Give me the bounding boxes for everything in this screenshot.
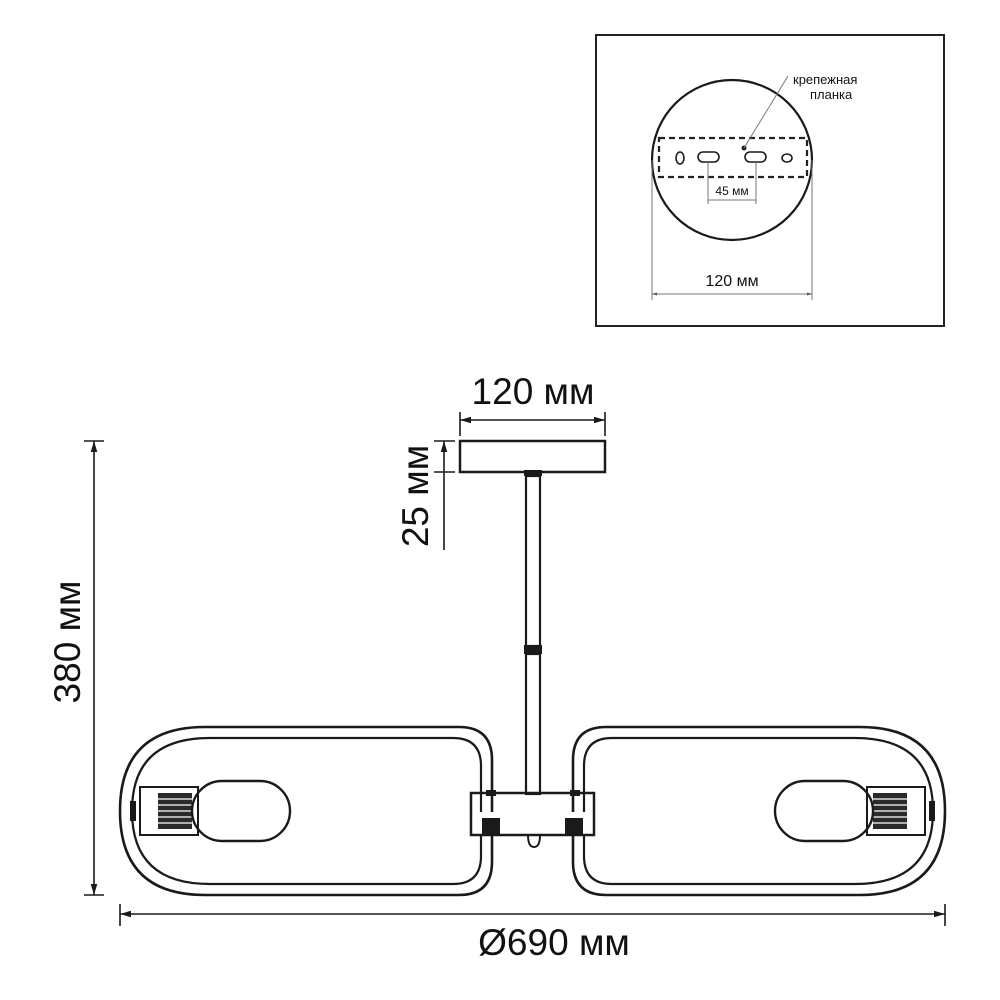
rod-upper (524, 474, 542, 648)
inset-panel: крепежная планка 45 мм 120 мм (595, 34, 945, 327)
left-end-cap (130, 801, 136, 821)
left-loop-outer (118, 725, 494, 897)
right-socket-icon (873, 793, 907, 829)
mounting-bracket-outline (657, 136, 809, 179)
hub-clamp-left (482, 818, 500, 834)
screw-hole (781, 153, 793, 163)
inset-frame (595, 34, 945, 327)
hub-clamp-right (565, 818, 583, 834)
right-bulb (773, 779, 875, 843)
canopy-height-label: 25 мм (395, 445, 436, 547)
hub-hook (527, 834, 541, 849)
canopy-width-label: 120 мм (472, 371, 595, 412)
right-end-cap (929, 801, 935, 821)
bracket-label-line1: крепежная (793, 72, 857, 87)
main-dimensions: 120 мм 25 мм 380 мм Ø690 мм (47, 371, 946, 963)
right-loop-outer (571, 725, 947, 897)
total-dia-label: Ø690 мм (478, 922, 630, 963)
screw-hole (675, 151, 685, 165)
leader-line (743, 75, 789, 149)
rod-lower (524, 652, 542, 796)
total-height-label: 380 мм (47, 581, 88, 704)
left-socket-icon (158, 793, 192, 829)
rod-coupling (524, 645, 542, 654)
canopy-dia-label: 120 мм (705, 273, 758, 290)
bracket-label-line2: планка (810, 87, 853, 102)
right-socket-mount (866, 786, 926, 836)
hole-spacing-label: 45 мм (715, 184, 748, 198)
left-bulb (190, 779, 292, 843)
left-socket-mount (139, 786, 199, 836)
central-hub (469, 791, 596, 837)
canopy (458, 439, 607, 474)
rod-top-cap (524, 470, 542, 476)
hub-clip-right (570, 790, 580, 796)
lamp-front-view (118, 439, 947, 897)
